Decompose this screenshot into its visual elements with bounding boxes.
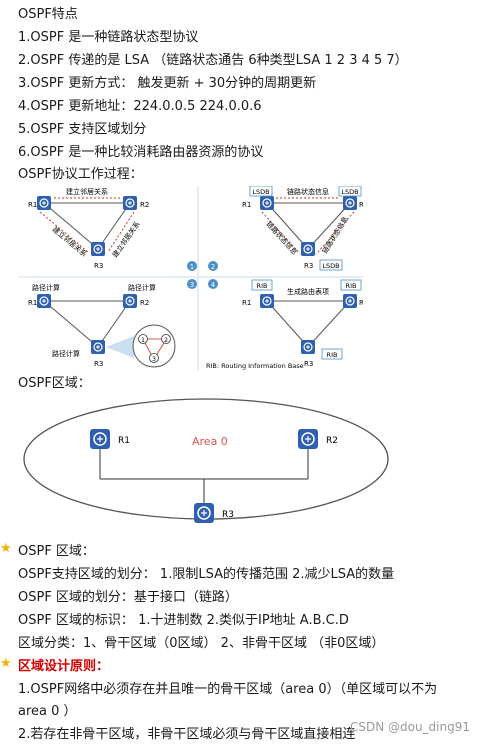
p4-r1: R1 bbox=[242, 299, 251, 307]
area-0-label: Area 0 bbox=[192, 435, 228, 448]
p1-r2: R2 bbox=[140, 201, 149, 209]
star-icon-2: ★ bbox=[0, 656, 12, 671]
design-line-1: 1.OSPF网络中必须存在并且唯一的骨干区域（area 0）（单区域可以不为 bbox=[18, 682, 438, 697]
area-title: OSPF区域： bbox=[18, 376, 91, 391]
p4-rib-1: RIB bbox=[257, 282, 268, 290]
process-diagram: 1 2 3 4 R1 R2 R3 建立邻居关系 建立邻居关系 建立邻居关系 R1… bbox=[18, 186, 363, 371]
p2-left-label: 链路状态信息 bbox=[265, 219, 300, 256]
svg-text:3: 3 bbox=[152, 356, 156, 363]
design-line-3: 2.若存在非骨干区域，非骨干区域必须与骨干区域直接相连 bbox=[18, 727, 356, 742]
p2-r1: R1 bbox=[242, 201, 251, 209]
panel-2: R1 R2 R3 LSDB LSDB LSDB 链路状态信息 链路状态信息 链路… bbox=[242, 186, 363, 271]
design-line-2: area 0 ） bbox=[18, 704, 77, 719]
feature-5: 5.OSPF 支持区域划分 bbox=[18, 122, 147, 137]
p4-rib-3: RIB bbox=[327, 351, 338, 359]
p1-r3: R3 bbox=[94, 262, 103, 270]
p4-rib-2: RIB bbox=[346, 282, 357, 290]
area-r1: R1 bbox=[118, 436, 130, 446]
p4-top-label: 生成路由表项 bbox=[287, 287, 329, 296]
feature-1: 1.OSPF 是一种链路状态型协议 bbox=[18, 30, 199, 45]
p1-r1: R1 bbox=[28, 201, 37, 209]
step-4: 4 bbox=[211, 281, 216, 289]
p4-r3: R3 bbox=[304, 360, 313, 368]
p1-right-label: 建立邻居关系 bbox=[110, 220, 141, 260]
panel-4: R1 R2 R3 RIB RIB RIB 生成路由表项 RIB: Routing… bbox=[206, 279, 363, 370]
p1-left-label: 建立邻居关系 bbox=[51, 225, 89, 259]
svg-text:2: 2 bbox=[164, 337, 168, 344]
p2-right-label: 链路状态信息 bbox=[320, 215, 350, 255]
area-line-3: OSPF 区域的标识： 1.十进制数 2.类似于IP地址 A.B.C.D bbox=[18, 613, 349, 628]
p4-r2: R2 bbox=[359, 299, 363, 307]
p4-note: RIB: Routing Information Base bbox=[206, 362, 304, 370]
p1-top-label: 建立邻居关系 bbox=[66, 187, 108, 196]
p2-r2: R2 bbox=[359, 201, 363, 209]
star-icon: ★ bbox=[0, 541, 12, 556]
p3-calc-1: 路径计算 bbox=[32, 283, 60, 292]
panel-1: R1 R2 R3 建立邻居关系 建立邻居关系 建立邻居关系 bbox=[28, 187, 149, 270]
step-2: 2 bbox=[211, 263, 215, 271]
p3-r1: R1 bbox=[28, 299, 37, 307]
design-section-title: 区域设计原则： bbox=[18, 659, 110, 674]
process-title: OSPF协议工作过程： bbox=[18, 167, 143, 182]
step-1: 1 bbox=[190, 263, 194, 271]
p2-top-label: 链路状态信息 bbox=[287, 187, 329, 196]
p2-lsdb-1: LSDB bbox=[252, 188, 269, 196]
area-r3: R3 bbox=[222, 510, 234, 520]
feature-6: 6.OSPF 是一种比较消耗路由器资源的协议 bbox=[18, 145, 264, 160]
panel-3: R1 R2 R3 路径计算 路径计算 路径计算 1 2 3 bbox=[28, 283, 176, 368]
p2-r3: R3 bbox=[304, 262, 313, 270]
area-line-4: 区域分类：1、骨干区域（0区域） 2、非骨干区域 （非0区域） bbox=[18, 636, 385, 651]
watermark: CSDN @dou_ding91 bbox=[349, 720, 470, 734]
step-3: 3 bbox=[190, 281, 194, 289]
p2-lsdb-2: LSDB bbox=[341, 188, 358, 196]
area-section-title: OSPF 区域： bbox=[18, 544, 95, 559]
feature-3: 3.OSPF 更新方式： 触发更新 + 30分钟的周期更新 bbox=[18, 76, 317, 91]
p3-calc-3: 路径计算 bbox=[52, 349, 80, 358]
area-line-2: OSPF 区域的划分：基于接口（链路） bbox=[18, 590, 238, 605]
svg-text:1: 1 bbox=[141, 337, 145, 344]
feature-2: 2.OSPF 传递的是 LSA （链路状态通告 6种类型LSA 1 2 3 4 … bbox=[18, 53, 408, 68]
heading: OSPF特点 bbox=[18, 7, 78, 22]
feature-4: 4.OSPF 更新地址：224.0.0.5 224.0.0.6 bbox=[18, 99, 262, 114]
p3-calc-2: 路径计算 bbox=[128, 283, 156, 292]
p2-lsdb-3: LSDB bbox=[322, 262, 339, 270]
p3-r2: R2 bbox=[140, 299, 149, 307]
p3-r3: R3 bbox=[94, 360, 103, 368]
area-r2: R2 bbox=[326, 436, 338, 446]
area-diagram: R1 R2 R3 Area 0 bbox=[23, 398, 389, 524]
area-line-1: OSPF支持区域的划分： 1.限制LSA的传播范围 2.减少LSA的数量 bbox=[18, 567, 395, 582]
